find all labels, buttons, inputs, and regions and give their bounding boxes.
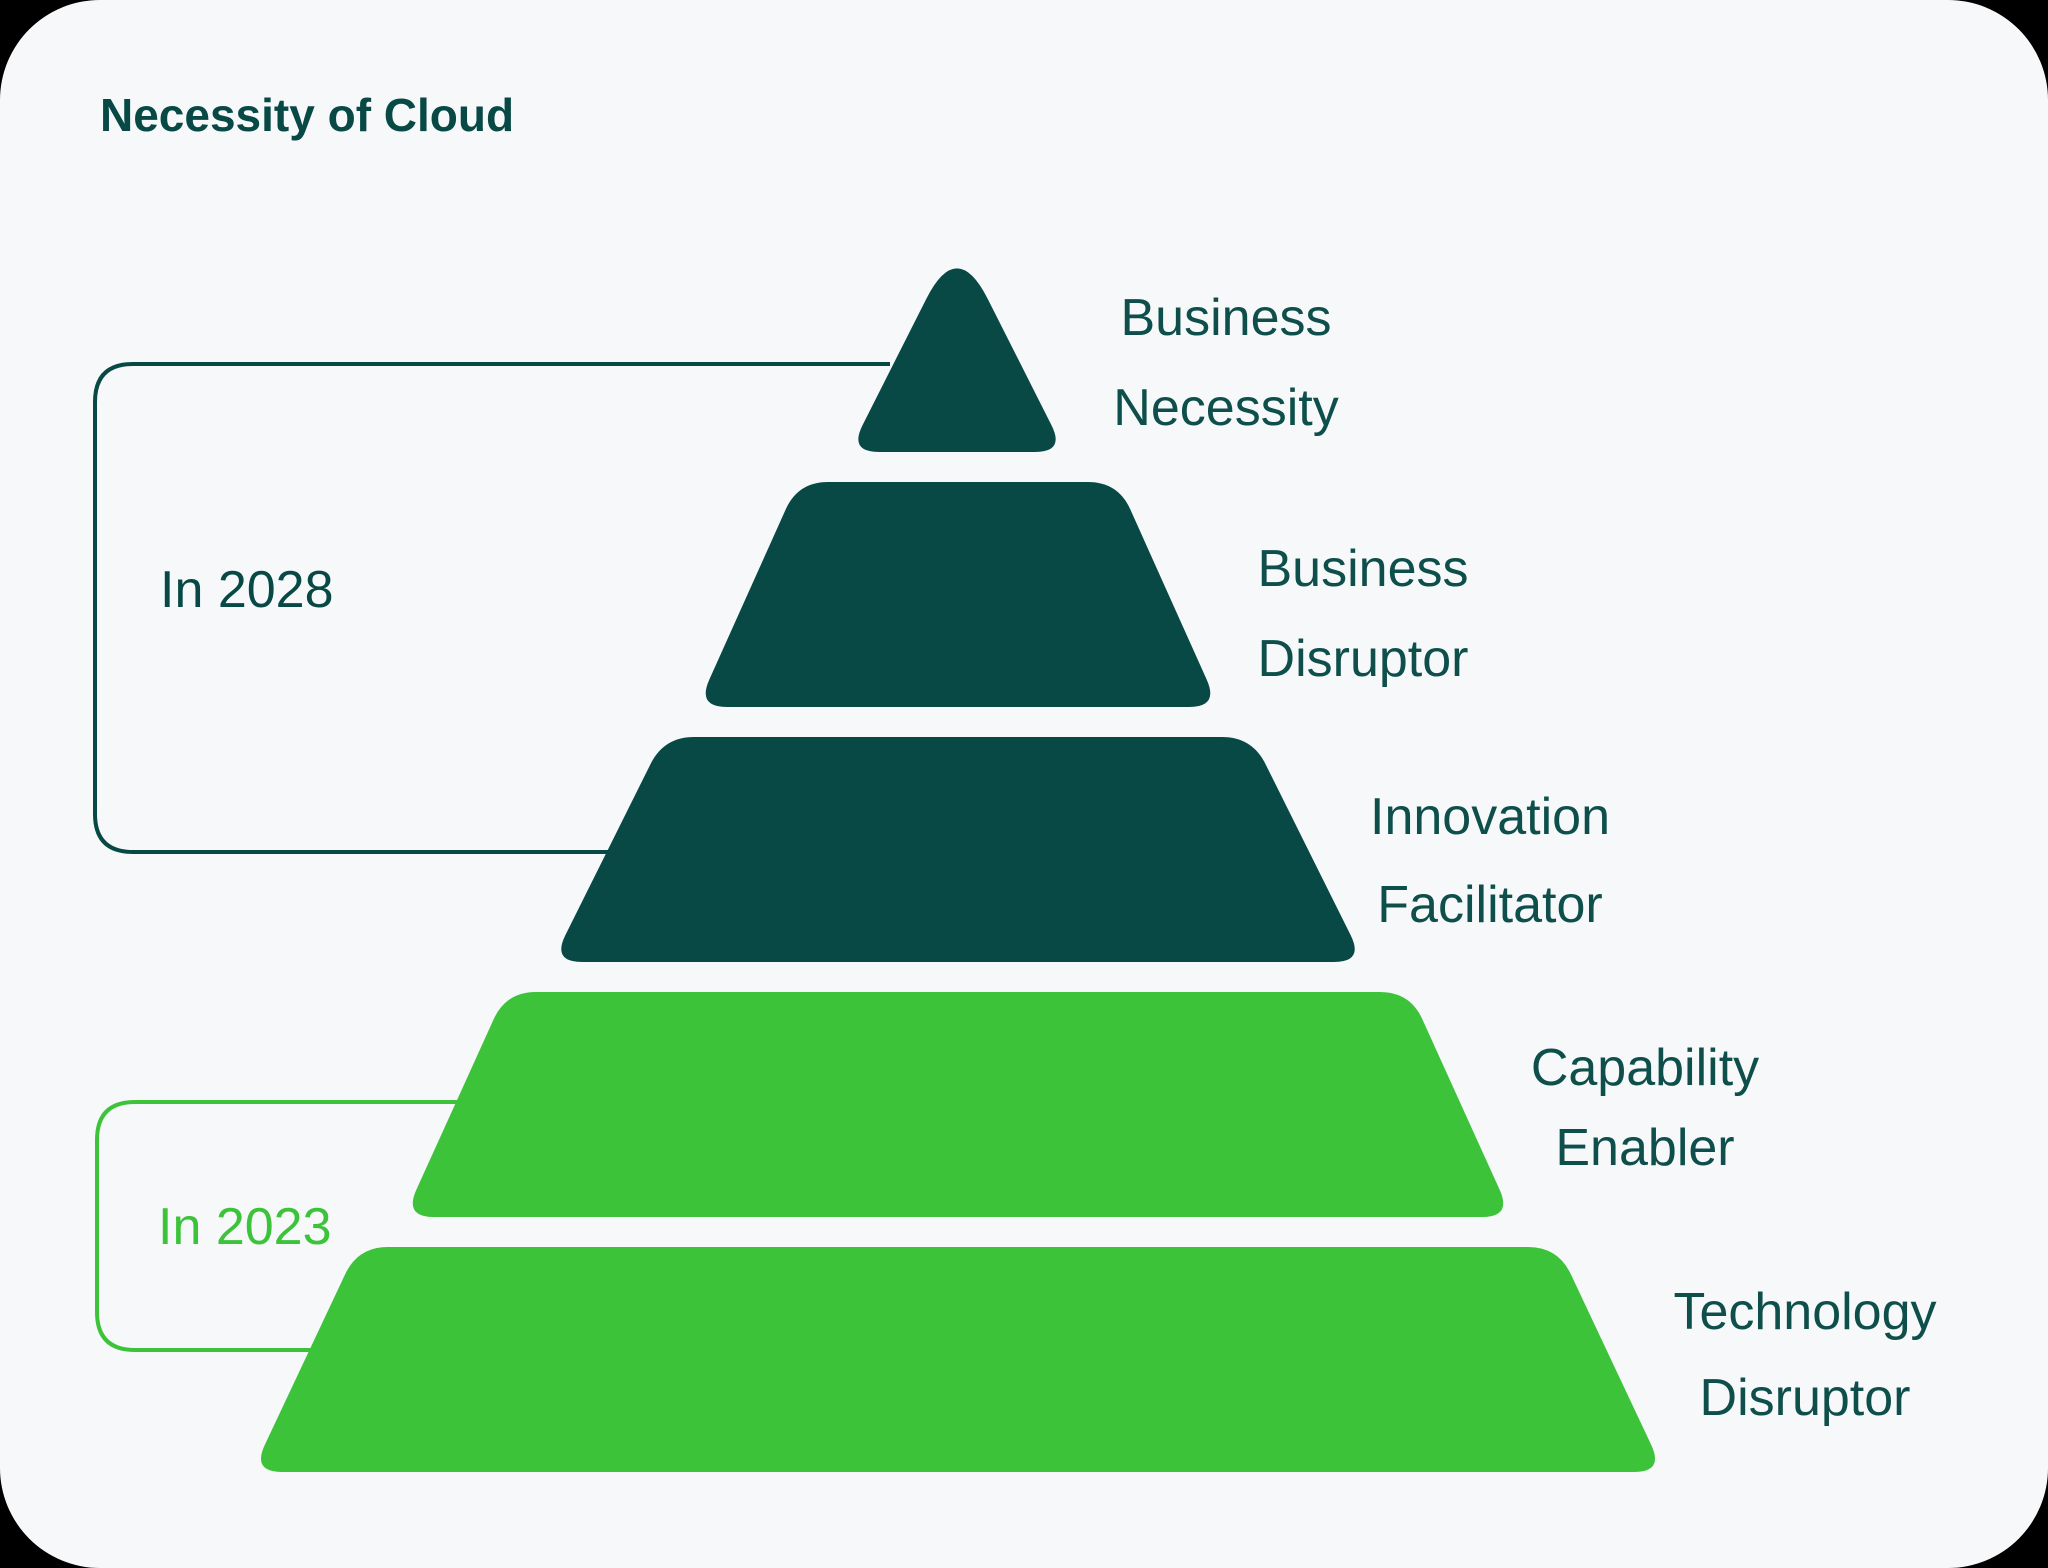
level-1-label-line2: Necessity bbox=[1113, 379, 1338, 437]
page-title: Necessity of Cloud bbox=[100, 89, 514, 141]
bracket-label-2023: In 2023 bbox=[158, 1198, 332, 1256]
pyramid-layers bbox=[260, 268, 1656, 1472]
pyramid-level-business-necessity bbox=[858, 268, 1056, 452]
pyramid-level-innovation-facilitator bbox=[561, 737, 1355, 962]
bracket-2023 bbox=[95, 1100, 462, 1352]
level-2-label-line2: Disruptor bbox=[1258, 630, 1469, 688]
pyramid-level-capability-enabler bbox=[412, 992, 1504, 1217]
level-4-label-line1: Capability bbox=[1531, 1039, 1759, 1097]
pyramid-level-labels: Business Necessity Business Disruptor In… bbox=[1113, 289, 1936, 1427]
level-4-label-line2: Enabler bbox=[1555, 1119, 1734, 1177]
level-3-label-line1: Innovation bbox=[1370, 788, 1610, 846]
bracket-2028 bbox=[93, 362, 890, 854]
level-3-label-line2: Facilitator bbox=[1377, 876, 1602, 934]
bracket-label-2028: In 2028 bbox=[160, 561, 334, 619]
level-5-label-line1: Technology bbox=[1673, 1283, 1936, 1341]
level-1-label-line1: Business bbox=[1121, 289, 1332, 347]
pyramid-level-technology-disruptor bbox=[260, 1247, 1656, 1472]
level-5-label-line2: Disruptor bbox=[1700, 1369, 1911, 1427]
pyramid-level-business-disruptor bbox=[705, 482, 1211, 707]
level-2-label-line1: Business bbox=[1258, 540, 1469, 598]
